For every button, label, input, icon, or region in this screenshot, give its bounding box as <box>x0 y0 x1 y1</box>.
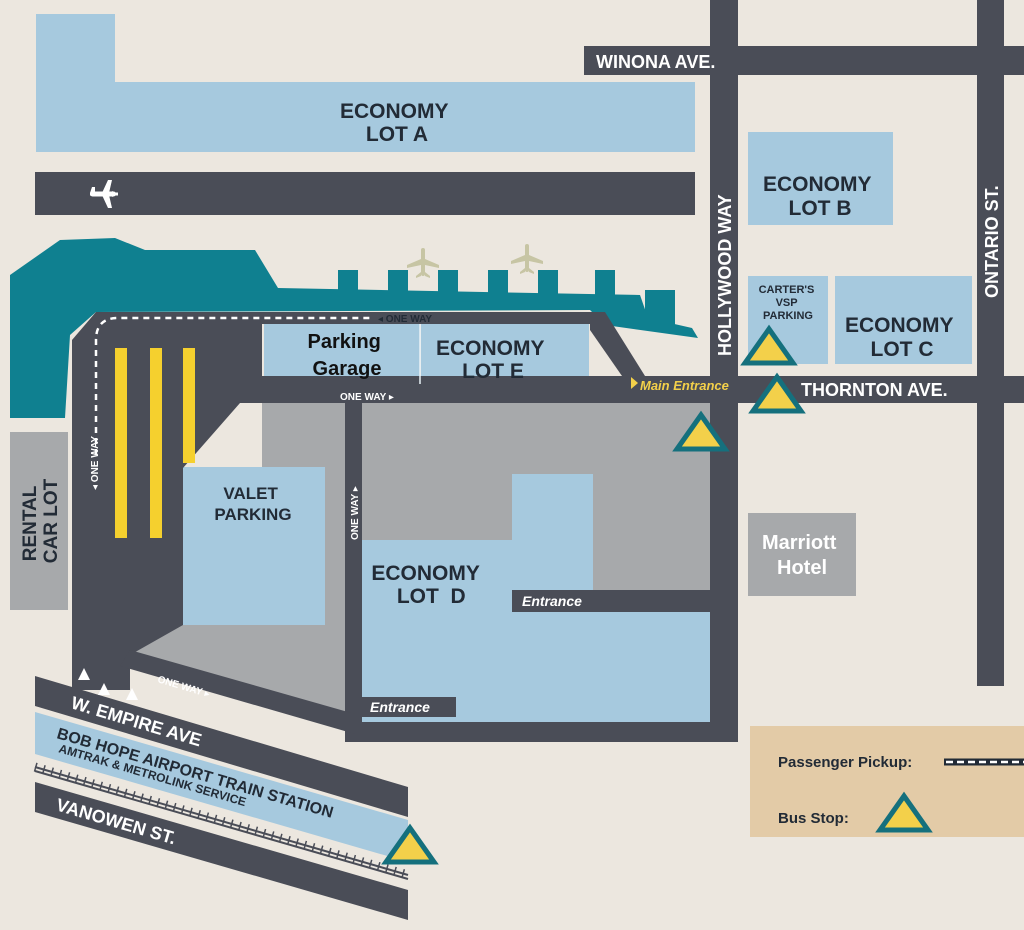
exit-arrow <box>98 683 110 695</box>
road-one-way-center <box>345 403 362 742</box>
road-one-way-diagonal <box>120 650 355 734</box>
road-lot-d-entrance-lower <box>362 697 456 717</box>
valet-line <box>150 348 162 538</box>
terminal-gate <box>645 290 675 330</box>
terminal-gate <box>595 270 615 300</box>
main-entrance-arrow <box>631 377 638 389</box>
road-valet-left <box>72 340 96 680</box>
ontario-st-label: ONTARIO ST. <box>982 185 1002 298</box>
marriott-hotel-label: Marriott Hotel <box>762 532 842 579</box>
road-winona <box>584 46 1024 75</box>
airplane-icon <box>90 180 118 208</box>
thornton-ave-label: THORNTON AVE. <box>801 380 948 400</box>
exit-arrow <box>78 668 90 680</box>
valet-parking[interactable] <box>183 467 325 625</box>
bus-stop-icon[interactable] <box>672 410 730 452</box>
road-empire <box>35 676 408 817</box>
exit-arrow <box>126 688 138 700</box>
terminal-gate <box>438 270 458 300</box>
passenger-pickup-route <box>94 316 370 455</box>
bus-stop-icon <box>875 791 933 833</box>
hollywood-way-label: HOLLYWOOD WAY <box>715 194 735 356</box>
road-lot-d-bottom <box>355 722 738 742</box>
economy-lot-a-label: ECONOMY LOT A <box>340 100 454 146</box>
airplane-icon <box>511 244 543 274</box>
marriott-hotel[interactable] <box>748 513 856 596</box>
railroad-tracks <box>33 762 410 880</box>
bus-stop-icon[interactable] <box>748 372 806 414</box>
lot-d-entrance-lower-label: Entrance <box>370 699 430 715</box>
road-hollywood <box>710 0 738 740</box>
terminal-gate <box>538 270 558 300</box>
main-entrance-label: Main Entrance <box>640 378 729 393</box>
one-way-label-top: ◂ ONE WAY <box>378 314 432 325</box>
bus-stop-icon[interactable] <box>381 823 439 865</box>
economy-lot-c-label: ECONOMY LOT C <box>845 314 959 361</box>
road-ontario <box>977 0 1004 686</box>
rental-car-lot-label: RENTAL CAR LOT <box>20 478 62 563</box>
terminal-gate <box>388 270 408 300</box>
road-main-entrance-ramp <box>590 312 645 376</box>
valet-line <box>115 348 127 538</box>
terminal-building <box>10 238 698 418</box>
train-station-platform <box>35 712 408 862</box>
legend-passenger-pickup-label: Passenger Pickup: <box>778 754 912 771</box>
bus-stop-icon[interactable] <box>740 324 798 366</box>
lot-d-entrance-upper-label: Entrance <box>522 593 582 609</box>
valet-line <box>183 348 195 463</box>
carters-vsp-label: CARTER'S VSP PARKING <box>759 284 818 322</box>
terminal-gate <box>338 270 358 300</box>
rental-car-lot[interactable] <box>10 432 68 610</box>
economy-lot-e[interactable] <box>421 324 589 384</box>
winona-ave-label: WINONA AVE. <box>596 52 715 72</box>
one-way-label-center: ONE WAY ▸ <box>350 486 361 540</box>
economy-lot-d-label: ECONOMY LOT D <box>0 0 509 608</box>
economy-lot-a[interactable] <box>36 14 695 152</box>
runway <box>35 172 695 215</box>
road-vanowen <box>35 782 408 920</box>
valet-parking-label: VALET PARKING <box>214 484 291 524</box>
one-way-label-middle: ONE WAY ▸ <box>340 392 394 403</box>
one-way-label-left: ◂ ONE WAY <box>90 436 101 490</box>
airplane-icon <box>407 248 439 278</box>
parking-garage-label: Parking Garage <box>308 331 387 380</box>
economy-lot-c[interactable] <box>835 276 972 364</box>
terminal-gate <box>488 270 508 300</box>
economy-lot-e-label: ECONOMY LOT E <box>436 337 550 383</box>
parking-garage[interactable] <box>264 324 420 384</box>
economy-lot-b[interactable] <box>748 132 893 225</box>
economy-lot-b-label: ECONOMY LOT B <box>763 173 877 220</box>
road-lot-d-entrance-upper <box>512 590 712 612</box>
legend-bus-stop-label: Bus Stop: <box>778 810 849 827</box>
